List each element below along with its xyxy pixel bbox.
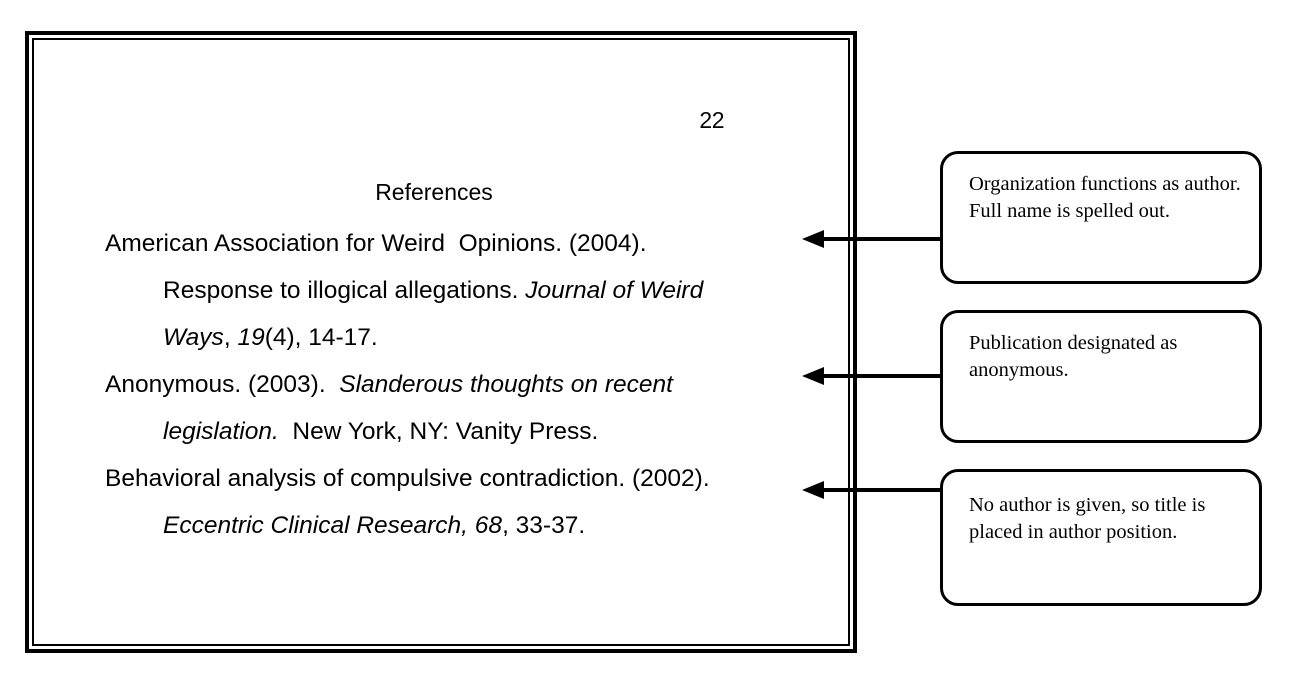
reference-text-italic: Ways (163, 324, 224, 351)
annotation-callout-3-text: No author is given, so title is placed i… (969, 494, 1206, 543)
reference-text: Anonymous. (2003). (105, 371, 340, 398)
reference-text: Behavioral analysis of compulsive contra… (105, 465, 710, 492)
left-arrow-icon (802, 367, 945, 385)
reference-text: (4), 14-17. (264, 324, 378, 351)
reference-line: Response to illogical allegations. Journ… (163, 267, 845, 314)
document-page: 22 References American Association for W… (25, 31, 857, 653)
page-number: 22 (699, 107, 724, 133)
reference-line: Eccentric Clinical Research, 68, 33-37. (163, 502, 845, 549)
reference-line: Ways, 19(4), 14-17. (163, 314, 845, 361)
reference-entry: Anonymous. (2003). Slanderous thoughts o… (105, 361, 845, 455)
annotation-callout-2-text: Publication designated as anonymous. (969, 332, 1178, 381)
connector-arrow-2 (800, 365, 945, 387)
reference-text-italic: Eccentric Clinical Research, 68 (163, 512, 503, 539)
reference-line: American Association for Weird Opinions.… (105, 220, 845, 267)
reference-entry: Behavioral analysis of compulsive contra… (105, 455, 845, 549)
document-page-inner-border: 22 References American Association for W… (32, 38, 850, 646)
reference-list: American Association for Weird Opinions.… (105, 220, 845, 549)
reference-text: New York, NY: Vanity Press. (278, 418, 599, 445)
reference-line: Behavioral analysis of compulsive contra… (105, 455, 845, 502)
reference-text-italic: Slanderous thoughts on recent (339, 371, 673, 398)
reference-line: legislation. New York, NY: Vanity Press. (163, 408, 845, 455)
reference-entry: American Association for Weird Opinions.… (105, 220, 845, 361)
reference-text-italic: Journal of Weird (525, 277, 704, 304)
connector-arrow-1 (800, 228, 945, 250)
reference-text: , (223, 324, 238, 351)
reference-text: , 33-37. (502, 512, 586, 539)
reference-text-italic: legislation. (163, 418, 279, 445)
annotation-callout-2: Publication designated as anonymous. (940, 310, 1262, 443)
reference-text-italic: 19 (237, 324, 265, 351)
left-arrow-icon (802, 481, 945, 499)
connector-arrow-3 (800, 479, 945, 501)
annotation-callout-1-text: Organization functions as author. Full n… (969, 173, 1241, 222)
references-heading: References (375, 179, 493, 205)
reference-text: Response to illogical allegations. (163, 277, 526, 304)
annotation-callout-1: Organization functions as author. Full n… (940, 151, 1262, 284)
annotation-callout-3: No author is given, so title is placed i… (940, 469, 1262, 606)
reference-text: American Association for Weird Opinions.… (105, 230, 647, 257)
reference-line: Anonymous. (2003). Slanderous thoughts o… (105, 361, 845, 408)
left-arrow-icon (802, 230, 945, 248)
